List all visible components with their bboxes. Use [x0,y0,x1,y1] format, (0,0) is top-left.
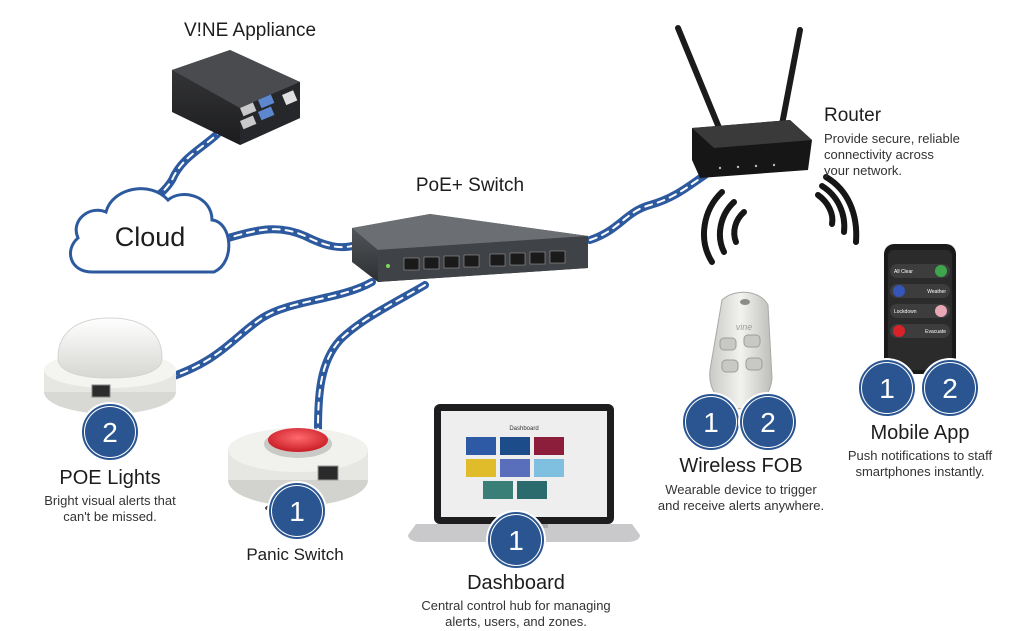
dashboard-title: Dashboard [467,572,565,594]
fob-title: Wireless FOB [679,455,803,477]
fob-badge-1: 1 [681,392,741,452]
mobile-item-all-clear: All Clear [894,269,913,275]
cloud-title: Cloud [114,222,186,252]
svg-text:2: 2 [102,417,118,448]
mobile-app-screen: All Clear Weather Lockdown Evacuate [890,264,950,338]
router-desc-3: your network. [824,163,903,178]
dashboard-badge: 1 [486,510,546,570]
router-desc-1: Provide secure, reliable [824,131,960,146]
mobile-label: Mobile App Push notifications to staff s… [825,422,1015,480]
dashboard-label: Dashboard Central control hub for managi… [396,572,636,630]
svg-text:1: 1 [508,525,524,556]
wireless-fob: vine [709,291,773,410]
svg-text:2: 2 [942,373,958,404]
cloud-icon [68,187,231,274]
panic-switch-title: Panic Switch [246,545,344,564]
poe-lights-label: POE Lights Bright visual alerts that can… [10,467,210,525]
mobile-badge-1: 1 [857,358,917,418]
switch-ports [403,250,566,271]
mobile-desc-1: Push notifications to staff [847,448,993,463]
dashboard-desc-2: alerts, users, and zones. [445,614,587,629]
dashboard-tiles [466,437,564,499]
mobile-badge-2: 2 [920,358,980,418]
svg-text:1: 1 [289,496,305,527]
cable-switch-to-panic [314,281,429,434]
poe-light [44,317,176,414]
vine-appliance-title: V!NE Appliance [183,20,317,41]
fob-desc-2: and receive alerts anywhere. [657,498,825,513]
svg-text:vine: vine [736,322,753,332]
cable-cloud-to-switch [218,225,360,252]
mobile-title: Mobile App [870,422,970,444]
svg-text:1: 1 [879,373,895,404]
fob-badge-2: 2 [738,392,798,452]
poe-lights-desc-1: Bright visual alerts that [44,493,176,508]
vine-appliance [172,50,300,145]
router [675,25,812,178]
laptop-dashboard: Dashboard [408,404,640,542]
fob-label: Wireless FOB Wearable device to trigger … [636,455,846,514]
switch-title: PoE+ Switch [415,175,525,196]
dashboard-desc-1: Central control hub for managing [421,598,611,613]
mobile-item-lockdown: Lockdown [894,309,917,315]
wifi-waves-icon [701,174,860,265]
poe-lights-badge: 2 [80,402,140,462]
mobile-item-evacuate: Evacuate [925,329,946,335]
dashboard-screen-title: Dashboard [509,426,538,432]
poe-lights-title: POE Lights [59,467,161,489]
poe-lights-desc-2: can't be missed. [63,509,157,524]
fob-desc-1: Wearable device to trigger [665,482,817,497]
router-title: Router [824,105,882,126]
svg-text:2: 2 [760,407,776,438]
mobile-desc-2: smartphones instantly. [855,464,985,479]
router-label: Router Provide secure, reliable connecti… [824,105,960,179]
panic-switch-badge: 1 [267,481,327,541]
cable-switch-to-lights [158,278,376,384]
cable-switch-to-router [586,171,709,244]
svg-text:1: 1 [703,407,719,438]
panic-switch [228,428,368,511]
poe-switch [352,214,588,282]
mobile-phone: All Clear Weather Lockdown Evacuate [884,244,956,374]
router-desc-2: connectivity across [824,147,934,162]
mobile-item-weather: Weather [927,289,946,295]
